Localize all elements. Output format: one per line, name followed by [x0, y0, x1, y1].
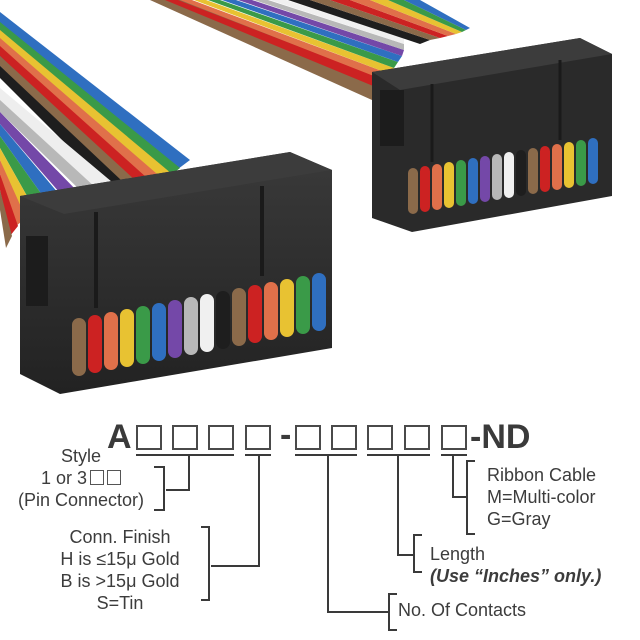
left-ribbon-cable: [0, 12, 190, 248]
product-photo: [0, 0, 612, 394]
style-box-1: [136, 425, 162, 450]
finish-box: [245, 425, 271, 450]
ribbon-box: [441, 425, 467, 450]
finish-title: Conn. Finish: [69, 527, 171, 547]
length-box-1: [367, 425, 393, 450]
right-connector: [372, 38, 612, 232]
finish-label-group: Conn. Finish H is ≤15μ Gold B is >15μ Go…: [40, 526, 200, 614]
length-label-group: Length (Use “Inches” only.): [430, 543, 601, 587]
style-line1: 1 or 3: [6, 467, 156, 489]
style-line2: (Pin Connector): [17, 490, 145, 510]
style-box-3: [208, 425, 234, 450]
part-suffix: -ND: [470, 418, 531, 456]
finish-line2: B is >15μ Gold: [60, 571, 180, 591]
ribbon-title: Ribbon Cable: [487, 465, 597, 485]
finish-line3: S=Tin: [96, 593, 144, 613]
style-box-2: [172, 425, 198, 450]
finish-line1: H is ≤15μ Gold: [60, 549, 180, 569]
length-note: (Use “Inches” only.): [430, 566, 602, 586]
top-ribbon-cable: [150, 0, 470, 100]
ribbon-label-group: Ribbon Cable M=Multi-color G=Gray: [487, 464, 596, 530]
style-title: Style: [60, 446, 102, 466]
placeholder-box-icon: [107, 470, 122, 485]
part-prefix: A: [107, 418, 132, 456]
left-connector: [20, 152, 332, 394]
contacts-box-1: [295, 425, 321, 450]
length-box-2: [404, 425, 430, 450]
length-title: Length: [430, 544, 486, 564]
ribbon-line2: G=Gray: [487, 509, 551, 529]
right-connector-wire-ends: [408, 138, 598, 214]
contacts-label: No. Of Contacts: [398, 600, 527, 620]
ribbon-line1: M=Multi-color: [487, 487, 596, 507]
part-separator: -: [280, 416, 292, 454]
placeholder-box-icon: [90, 470, 105, 485]
left-connector-wire-ends: [72, 273, 326, 376]
style-label-group: Style 1 or 3 (Pin Connector): [6, 445, 156, 511]
contacts-box-2: [331, 425, 357, 450]
